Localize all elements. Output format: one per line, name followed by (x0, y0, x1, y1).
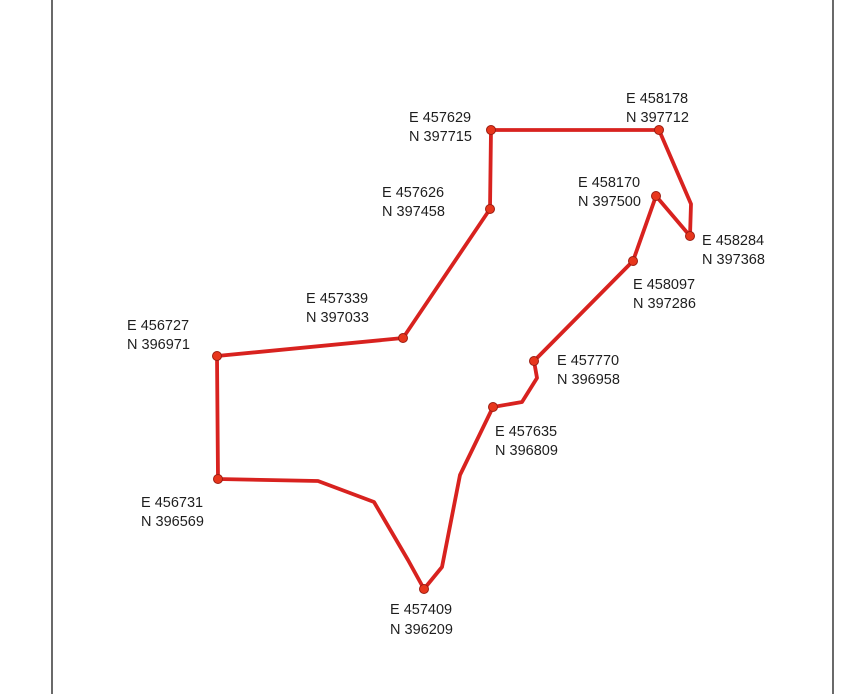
vertex-marker-p5 (628, 256, 638, 266)
label-p2-easting: E 458178 (626, 91, 688, 107)
vertex-marker-p9 (213, 474, 223, 484)
label-p12-easting: E 457626 (382, 185, 444, 201)
label-p9-northing: N 396569 (141, 514, 204, 530)
label-p1-easting: E 457629 (409, 110, 471, 126)
label-p8-easting: E 457409 (390, 602, 452, 618)
label-p5-northing: N 397286 (633, 296, 696, 312)
label-p3-northing: N 397368 (702, 252, 765, 268)
label-p11-northing: N 397033 (306, 310, 369, 326)
label-p4-northing: N 397500 (578, 194, 641, 210)
label-p4-easting: E 458170 (578, 175, 640, 191)
label-p5-easting: E 458097 (633, 277, 695, 293)
site-boundary-polygon (215, 128, 693, 591)
vertex-marker-p4 (651, 191, 661, 201)
label-p1-northing: N 397715 (409, 129, 472, 145)
vertex-marker-p10 (212, 351, 222, 361)
label-p6-northing: N 396958 (557, 372, 620, 388)
vertex-marker-p1 (486, 125, 496, 135)
vertex-marker-p11 (398, 333, 408, 343)
label-p8-northing: N 396209 (390, 622, 453, 638)
vertex-markers (212, 125, 695, 594)
label-p2-northing: N 397712 (626, 110, 689, 126)
vertex-marker-p6 (529, 356, 539, 366)
label-p6-easting: E 457770 (557, 353, 619, 369)
label-p9-easting: E 456731 (141, 495, 203, 511)
vertex-marker-p2 (654, 125, 664, 135)
label-p11-easting: E 457339 (306, 291, 368, 307)
label-p10-northing: N 396971 (127, 337, 190, 353)
vertex-marker-p12 (485, 204, 495, 214)
label-p7-easting: E 457635 (495, 424, 557, 440)
vertex-marker-p3 (685, 231, 695, 241)
label-p10-easting: E 456727 (127, 318, 189, 334)
label-p7-northing: N 396809 (495, 443, 558, 459)
label-p3-easting: E 458284 (702, 233, 764, 249)
vertex-marker-p7 (488, 402, 498, 412)
label-p12-northing: N 397458 (382, 204, 445, 220)
coordinate-labels: E 457629 N 397715 E 458178 N 397712 E 45… (127, 91, 765, 638)
vertex-marker-p8 (419, 584, 429, 594)
